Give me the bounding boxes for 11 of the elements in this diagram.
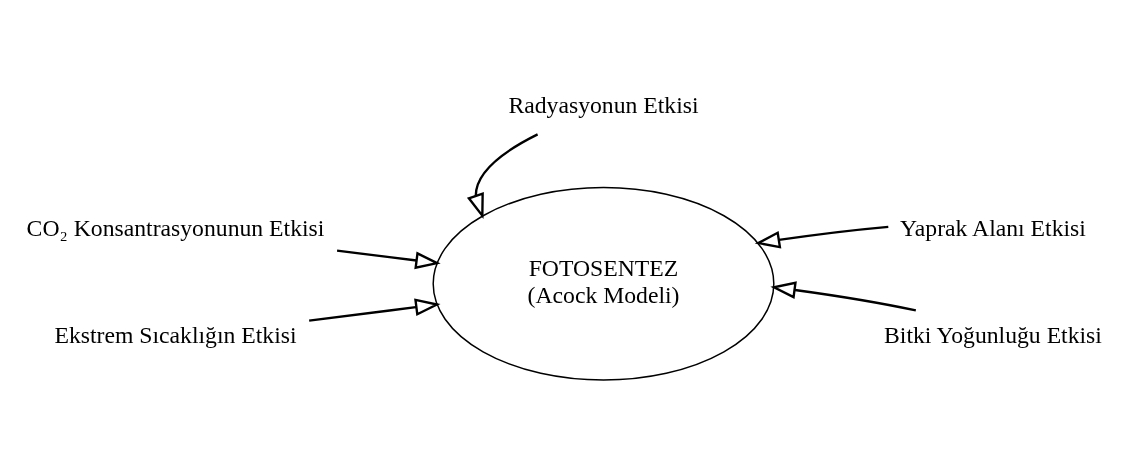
arrow bbox=[770, 281, 917, 312]
node-text: Radyasyonun Etkisi bbox=[508, 92, 699, 119]
arrow bbox=[466, 133, 539, 220]
arrow bbox=[754, 225, 889, 249]
node-text: Yaprak Alanı Etkisi bbox=[900, 215, 1086, 242]
node-text: Bitki Yoğunluğu Etkisi bbox=[884, 321, 1102, 348]
node-ellipse: FOTOSENTEZ (Acock Modeli) bbox=[432, 186, 775, 381]
arrow bbox=[309, 298, 441, 322]
arrow bbox=[336, 249, 441, 270]
node-text: Ekstrem Sıcaklığın Etkisi bbox=[54, 321, 297, 348]
node-text: CO₂ Konsantrasyonunun Etkisi bbox=[26, 215, 325, 242]
